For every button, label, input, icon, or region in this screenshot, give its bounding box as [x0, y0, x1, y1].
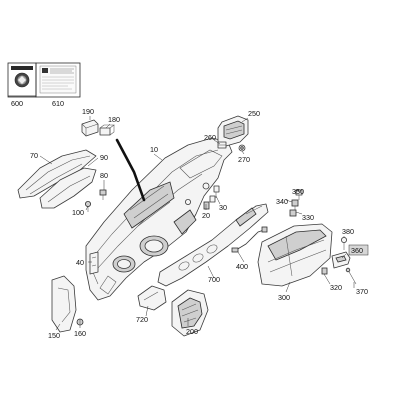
reference-tile-610[interactable]: 610	[35, 62, 81, 108]
callout-180[interactable]: 180	[108, 115, 120, 124]
screw-270[interactable]	[238, 144, 246, 152]
callout-40[interactable]: 40	[76, 258, 84, 267]
side-panel-150[interactable]	[51, 275, 77, 333]
screw-160[interactable]	[76, 318, 84, 326]
bold-leader-arrow	[115, 138, 146, 202]
upper-cover[interactable]	[39, 167, 97, 209]
console-segment-200[interactable]	[171, 289, 209, 337]
screw-370[interactable]	[345, 267, 357, 285]
clip-320[interactable]	[321, 267, 328, 275]
brand-emblem-icon	[11, 66, 33, 88]
callout-20[interactable]: 20	[202, 211, 210, 220]
callout-160[interactable]: 160	[74, 329, 86, 338]
callout-300[interactable]: 300	[278, 293, 290, 302]
switch-360[interactable]	[331, 251, 351, 269]
callout-400[interactable]: 400	[236, 262, 248, 271]
cover-strip[interactable]	[17, 149, 97, 199]
callout-200[interactable]: 200	[186, 327, 198, 336]
clip-190[interactable]	[81, 119, 99, 137]
callout-190[interactable]: 190	[82, 107, 94, 116]
bracket-260[interactable]	[217, 141, 227, 149]
screw-100[interactable]	[85, 200, 92, 212]
callout-370[interactable]: 370	[356, 287, 368, 296]
callout-350[interactable]: 350	[292, 187, 304, 196]
cable-400[interactable]	[231, 226, 268, 253]
callout-10[interactable]: 10	[150, 145, 158, 154]
callout-720[interactable]: 720	[136, 315, 148, 324]
trim-strip-700[interactable]	[157, 203, 269, 287]
clip-30[interactable]	[213, 185, 220, 198]
screw-80[interactable]	[99, 189, 107, 200]
callout-30[interactable]: 30	[219, 203, 227, 212]
air-vent-housing[interactable]	[217, 115, 249, 147]
callout-360-highlight[interactable]: 360	[348, 244, 369, 256]
glove-box-300[interactable]	[257, 223, 333, 287]
dashboard-carrier[interactable]	[85, 137, 233, 301]
callout-100[interactable]: 100	[72, 208, 84, 217]
lower-trim-720[interactable]	[137, 285, 167, 311]
info-sheet-icon	[39, 65, 77, 94]
clip-330[interactable]	[289, 209, 297, 217]
callout-90[interactable]: 90	[100, 153, 108, 162]
reference-tile-600[interactable]: 600	[7, 62, 37, 108]
callout-150[interactable]: 150	[48, 331, 60, 340]
clip-180[interactable]	[99, 124, 115, 136]
callout-340[interactable]: 340	[276, 197, 288, 206]
clip-380[interactable]	[340, 236, 347, 250]
tile-600-label: 600	[11, 99, 23, 108]
side-bracket-40[interactable]	[89, 251, 99, 275]
callout-330[interactable]: 330	[302, 213, 314, 222]
callout-380[interactable]: 380	[342, 227, 354, 236]
clip-20[interactable]	[203, 195, 216, 210]
callout-80[interactable]: 80	[100, 171, 108, 180]
tile-610-label: 610	[52, 99, 64, 108]
callout-700[interactable]: 700	[208, 275, 220, 284]
callout-labels: 10 20 30 40 70 80 90 100 150 160 180 190…	[30, 107, 369, 340]
callout-260[interactable]: 260	[204, 133, 216, 142]
callout-250[interactable]: 250	[248, 109, 260, 118]
callout-360[interactable]: 360	[351, 246, 363, 255]
leader-lines	[39, 116, 355, 331]
callout-320[interactable]: 320	[330, 283, 342, 292]
callout-270[interactable]: 270	[238, 155, 250, 164]
callout-70[interactable]: 70	[30, 151, 38, 160]
